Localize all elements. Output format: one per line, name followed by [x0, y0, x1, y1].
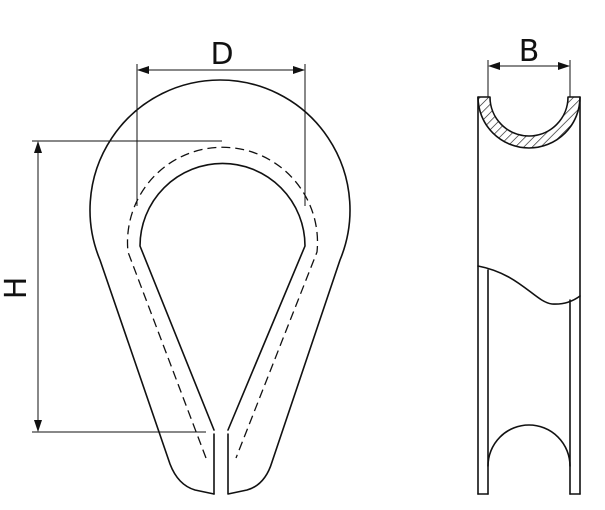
- dim-h-label: H: [0, 277, 34, 300]
- section-hatching: [478, 97, 580, 148]
- side-bottom-arch: [487, 424, 571, 467]
- dimension-b: B: [487, 34, 571, 97]
- front-view: [89, 79, 351, 495]
- dim-b-label: B: [519, 34, 540, 69]
- groove-hidden-line: [126, 146, 319, 459]
- dim-d-label: D: [210, 37, 233, 72]
- side-transition-curve: [477, 265, 581, 305]
- thimble-inner-contour: [139, 162, 306, 431]
- side-view: [477, 96, 581, 495]
- thimble-outer-contour: [89, 79, 351, 495]
- dimension-d: D: [136, 37, 306, 206]
- dimension-h: H: [0, 140, 222, 433]
